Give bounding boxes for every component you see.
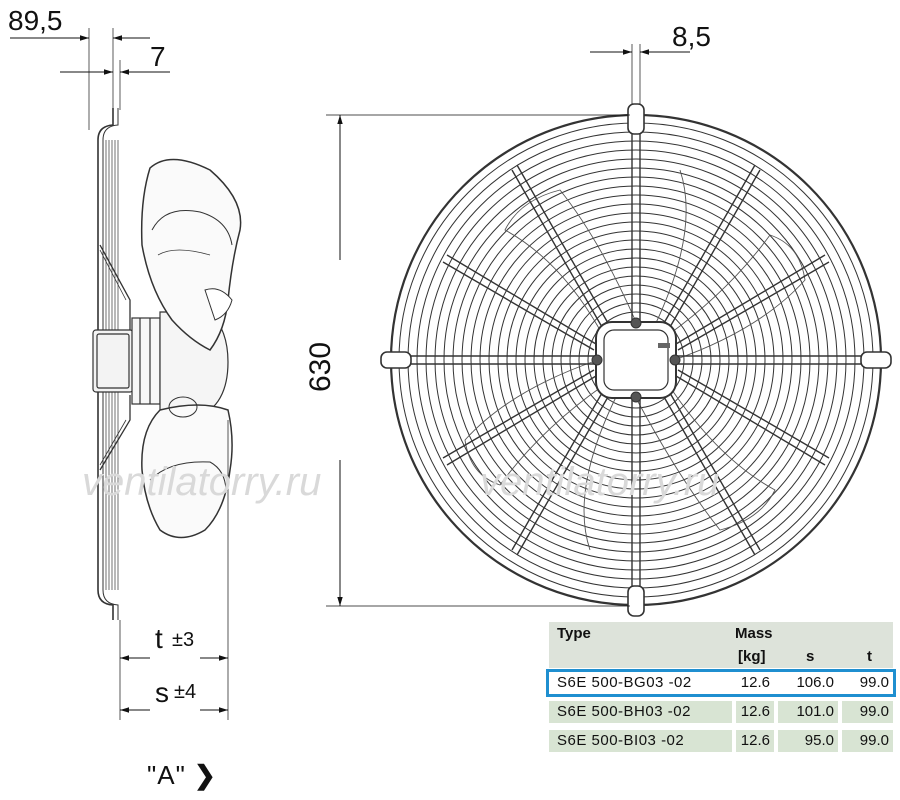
watermark-left: ventilatorry.ru [82, 460, 321, 504]
dimension-lines [10, 35, 690, 720]
front-view [380, 103, 892, 617]
dim-630: 630 [304, 342, 337, 392]
header-mass: Mass [735, 625, 773, 642]
cell-s: 95.0 [778, 730, 838, 752]
cell-s: 101.0 [778, 701, 838, 723]
view-a-label: "A" ❯ [147, 760, 217, 791]
side-view [88, 28, 242, 620]
watermark-right: ventilatorry.ru [480, 460, 719, 504]
cell-type: S6E 500-BG03 -02 [549, 672, 732, 694]
table-header: Type Mass [kg] s t [549, 622, 893, 668]
chevron-right-icon: ❯ [194, 760, 217, 790]
cell-t: 99.0 [842, 730, 893, 752]
header-s: s [806, 648, 815, 665]
dim-t-label: t [155, 623, 163, 654]
cell-mass: 12.6 [736, 730, 774, 752]
dim-7: 7 [150, 41, 166, 72]
dim-8-5: 8,5 [672, 21, 711, 52]
dim-s-label: s [155, 677, 169, 708]
cell-mass: 12.6 [736, 701, 774, 723]
dim-s-tolerance: ±4 [174, 681, 196, 703]
table-row[interactable]: S6E 500-BI03 -02 12.6 95.0 99.0 [549, 730, 893, 752]
header-t: t [867, 648, 872, 665]
dim-89-5: 89,5 [8, 5, 63, 36]
cell-t: 99.0 [842, 672, 893, 694]
cell-type: S6E 500-BH03 -02 [549, 701, 732, 723]
cell-s: 106.0 [778, 672, 838, 694]
cell-type: S6E 500-BI03 -02 [549, 730, 732, 752]
dim-t-tolerance: ±3 [172, 629, 194, 651]
cell-t: 99.0 [842, 701, 893, 723]
table-row[interactable]: S6E 500-BH03 -02 12.6 101.0 99.0 [549, 701, 893, 723]
header-type: Type [557, 625, 591, 642]
view-a-text: "A" [147, 760, 186, 790]
table-row-selected[interactable]: S6E 500-BG03 -02 12.6 106.0 99.0 [546, 669, 896, 697]
cell-mass: 12.6 [736, 672, 774, 694]
header-mass-unit: [kg] [738, 648, 766, 665]
